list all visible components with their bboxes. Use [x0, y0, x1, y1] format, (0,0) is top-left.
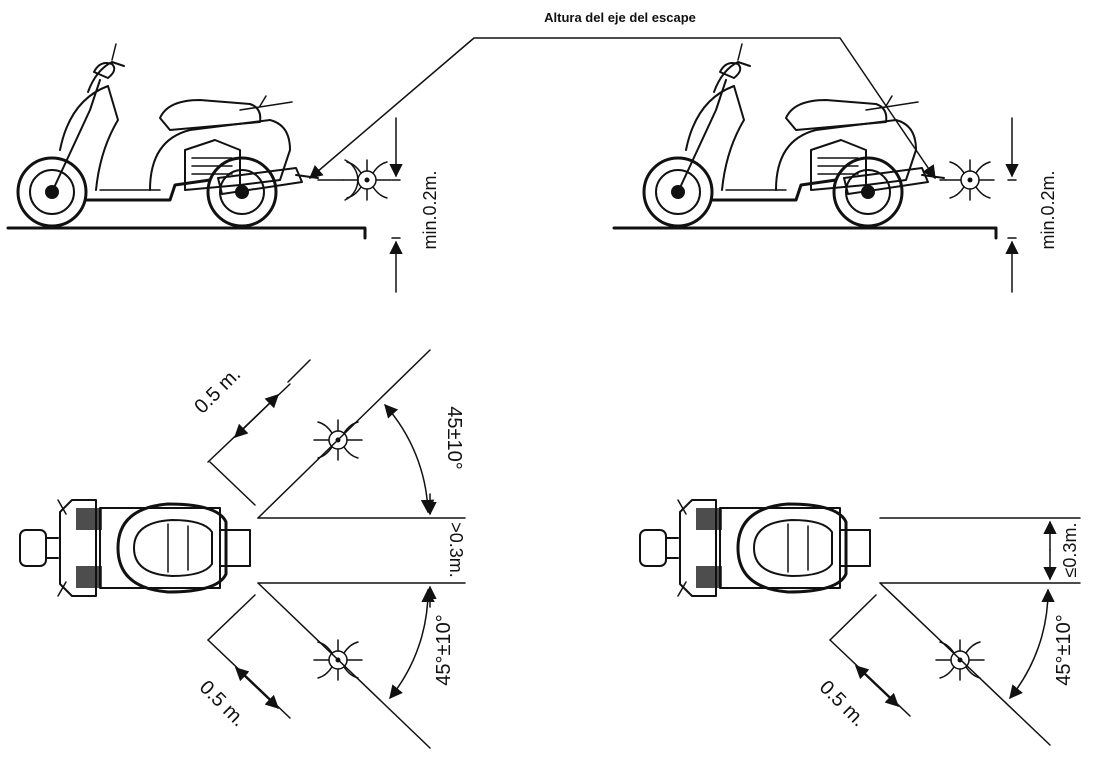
scooter-top-view-left-icon	[18, 498, 252, 598]
microphone-top-right-icon	[935, 639, 985, 681]
microphone-side-right-icon	[945, 159, 995, 201]
microphone-top-left-upper-icon	[313, 419, 363, 461]
top-left-gap-label: >0.3m.	[446, 522, 466, 578]
side-right-height-label: min.0.2m.	[1038, 170, 1058, 249]
scooter-top-view-right-icon	[638, 498, 872, 598]
top-right-distance-label: 0.5 m.	[815, 676, 870, 731]
ground-line-left	[6, 226, 367, 240]
title-leader-line	[308, 37, 936, 180]
scooter-side-view-left-icon	[16, 42, 320, 228]
top-left-lower-distance-label: 0.5 m.	[195, 676, 250, 731]
diagram-title: Altura del eje del escape	[544, 10, 696, 25]
top-left-upper-angle-label: 45±10°	[443, 406, 465, 469]
microphone-top-left-lower-icon	[313, 639, 363, 681]
top-right-angle-label: 45°±10°	[1053, 614, 1075, 685]
ground-line-right	[612, 226, 998, 240]
scooter-side-view-right-icon	[642, 42, 946, 228]
top-left-upper-distance-label: 0.5 m.	[190, 363, 245, 418]
side-left-height-label: min.0.2m.	[420, 170, 440, 249]
top-right-gap-label: ≤0.3m.	[1060, 523, 1080, 578]
top-left-lower-angle-label: 45°±10°	[433, 614, 455, 685]
microphone-side-left-icon	[342, 159, 392, 201]
